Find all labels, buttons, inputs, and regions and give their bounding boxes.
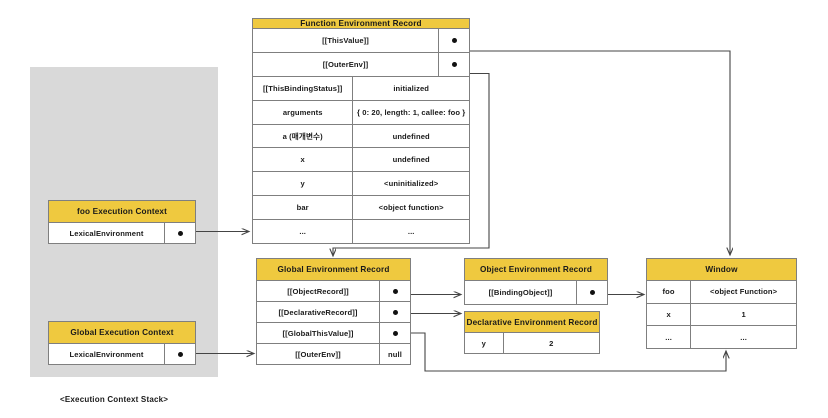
fer-row-x: x undefined [253, 148, 469, 173]
reference-dot-icon [392, 288, 398, 294]
fer-row-ellipsis: ... ... [253, 220, 469, 244]
reference-dot-icon [177, 230, 183, 236]
ger-row-outerenv: [[OuterEnv]] null [257, 344, 410, 364]
fer-thisbindingstatus-value: initialized [393, 83, 430, 93]
fer-a-key: a (매개변수) [253, 124, 354, 148]
oer-bindingobject-ref [577, 281, 607, 304]
box-global-execution-context: Global Execution Context LexicalEnvironm… [48, 321, 196, 365]
der-row-y: y 2 [465, 333, 599, 353]
fer-thisvalue-ref [439, 29, 469, 52]
ger-row-globalthisvalue: [[GlobalThisValue]] [257, 323, 410, 344]
oer-title: Object Environment Record [465, 259, 607, 281]
reference-dot-icon [451, 61, 457, 67]
reference-dot-icon [451, 37, 457, 43]
window-x-key: x [647, 303, 692, 326]
fer-ellipsis-key: ... [253, 220, 354, 244]
fer-row-bar: bar <object function> [253, 196, 469, 221]
fer-thisvalue-key: [[ThisValue]] [253, 29, 439, 52]
reference-dot-icon [392, 330, 398, 336]
foo-ec-row-lexenv: LexicalEnvironment [49, 223, 195, 243]
window-ellipsis-key: ... [647, 326, 692, 349]
ger-objectrecord-ref [380, 281, 410, 301]
fer-title: Function Environment Record [253, 19, 469, 29]
ger-row-objectrecord: [[ObjectRecord]] [257, 281, 410, 302]
global-ec-title: Global Execution Context [49, 322, 195, 344]
box-global-environment-record: Global Environment Record [[ObjectRecord… [256, 258, 411, 365]
fer-bar-value: <object function> [378, 203, 444, 213]
global-ec-lexenv-key: LexicalEnvironment [49, 344, 165, 364]
box-declarative-environment-record: Declarative Environment Record y 2 [464, 311, 600, 354]
stack-caption: <Execution Context Stack> [60, 395, 169, 404]
ger-row-declarativerecord: [[DeclarativeRecord]] [257, 302, 410, 323]
reference-dot-icon [589, 290, 595, 295]
ger-declarativerecord-key: [[DeclarativeRecord]] [257, 302, 380, 322]
foo-ec-lexenv-ref [165, 223, 195, 243]
ger-outerenv-key: [[OuterEnv]] [257, 344, 380, 364]
fer-row-outerenv: [[OuterEnv]] [253, 52, 469, 77]
der-title: Declarative Environment Record [465, 312, 599, 333]
fer-arguments-value: { 0: 20, length: 1, callee: foo } [356, 107, 466, 117]
reference-dot-icon [177, 351, 183, 357]
window-foo-key: foo [647, 281, 692, 303]
reference-dot-icon [392, 309, 398, 315]
foo-ec-title: foo Execution Context [49, 201, 195, 223]
box-window: Window foo <object Function> x 1 ... ... [646, 258, 797, 349]
oer-bindingobject-key: [[BindingObject]] [465, 281, 577, 304]
fer-outerenv-key: [[OuterEnv]] [253, 52, 439, 76]
global-ec-row-lexenv: LexicalEnvironment [49, 344, 195, 364]
ger-objectrecord-key: [[ObjectRecord]] [257, 281, 380, 301]
window-x-value: 1 [741, 310, 746, 319]
wire-thisvalue-to-window [452, 50, 730, 255]
fer-x-value: undefined [392, 155, 430, 165]
fer-row-a: a (매개변수) undefined [253, 124, 469, 149]
window-row-ellipsis: ... ... [647, 326, 796, 349]
oer-row-bindingobject: [[BindingObject]] [465, 281, 607, 304]
ger-declarativerecord-ref [380, 302, 410, 322]
fer-bar-key: bar [253, 196, 354, 220]
window-title: Window [647, 259, 796, 281]
der-y-key: y [465, 333, 504, 353]
fer-arguments-key: arguments [253, 100, 354, 124]
box-object-environment-record: Object Environment Record [[BindingObjec… [464, 258, 608, 305]
fer-thisbindingstatus-key: [[ThisBindingStatus]] [253, 76, 354, 100]
ger-globalthisvalue-key: [[GlobalThisValue]] [257, 323, 380, 343]
box-function-environment-record: Function Environment Record [[ThisValue]… [252, 18, 470, 244]
fer-y-key: y [253, 172, 354, 196]
fer-y-value: <uninitialized> [384, 179, 439, 189]
fer-a-value: undefined [392, 131, 430, 141]
fer-row-arguments: arguments { 0: 20, length: 1, callee: fo… [253, 100, 469, 125]
ger-globalthisvalue-ref [380, 323, 410, 343]
window-ellipsis-value: ... [740, 332, 747, 342]
fer-row-thisbindingstatus: [[ThisBindingStatus]] initialized [253, 76, 469, 101]
ger-outerenv-value: null [388, 349, 402, 359]
ger-title: Global Environment Record [257, 259, 410, 281]
foo-ec-lexenv-key: LexicalEnvironment [49, 223, 165, 243]
window-row-foo: foo <object Function> [647, 281, 796, 304]
fer-outerenv-ref [439, 53, 469, 76]
box-foo-execution-context: foo Execution Context LexicalEnvironment [48, 200, 196, 244]
der-y-value: 2 [549, 338, 554, 348]
fer-x-key: x [253, 148, 354, 172]
window-row-x: x 1 [647, 303, 796, 327]
window-foo-value: <object Function> [710, 287, 778, 297]
fer-row-thisvalue: [[ThisValue]] [253, 29, 469, 53]
fer-ellipsis-value: ... [407, 227, 415, 237]
fer-row-y: y <uninitialized> [253, 172, 469, 197]
global-ec-lexenv-ref [165, 344, 195, 364]
